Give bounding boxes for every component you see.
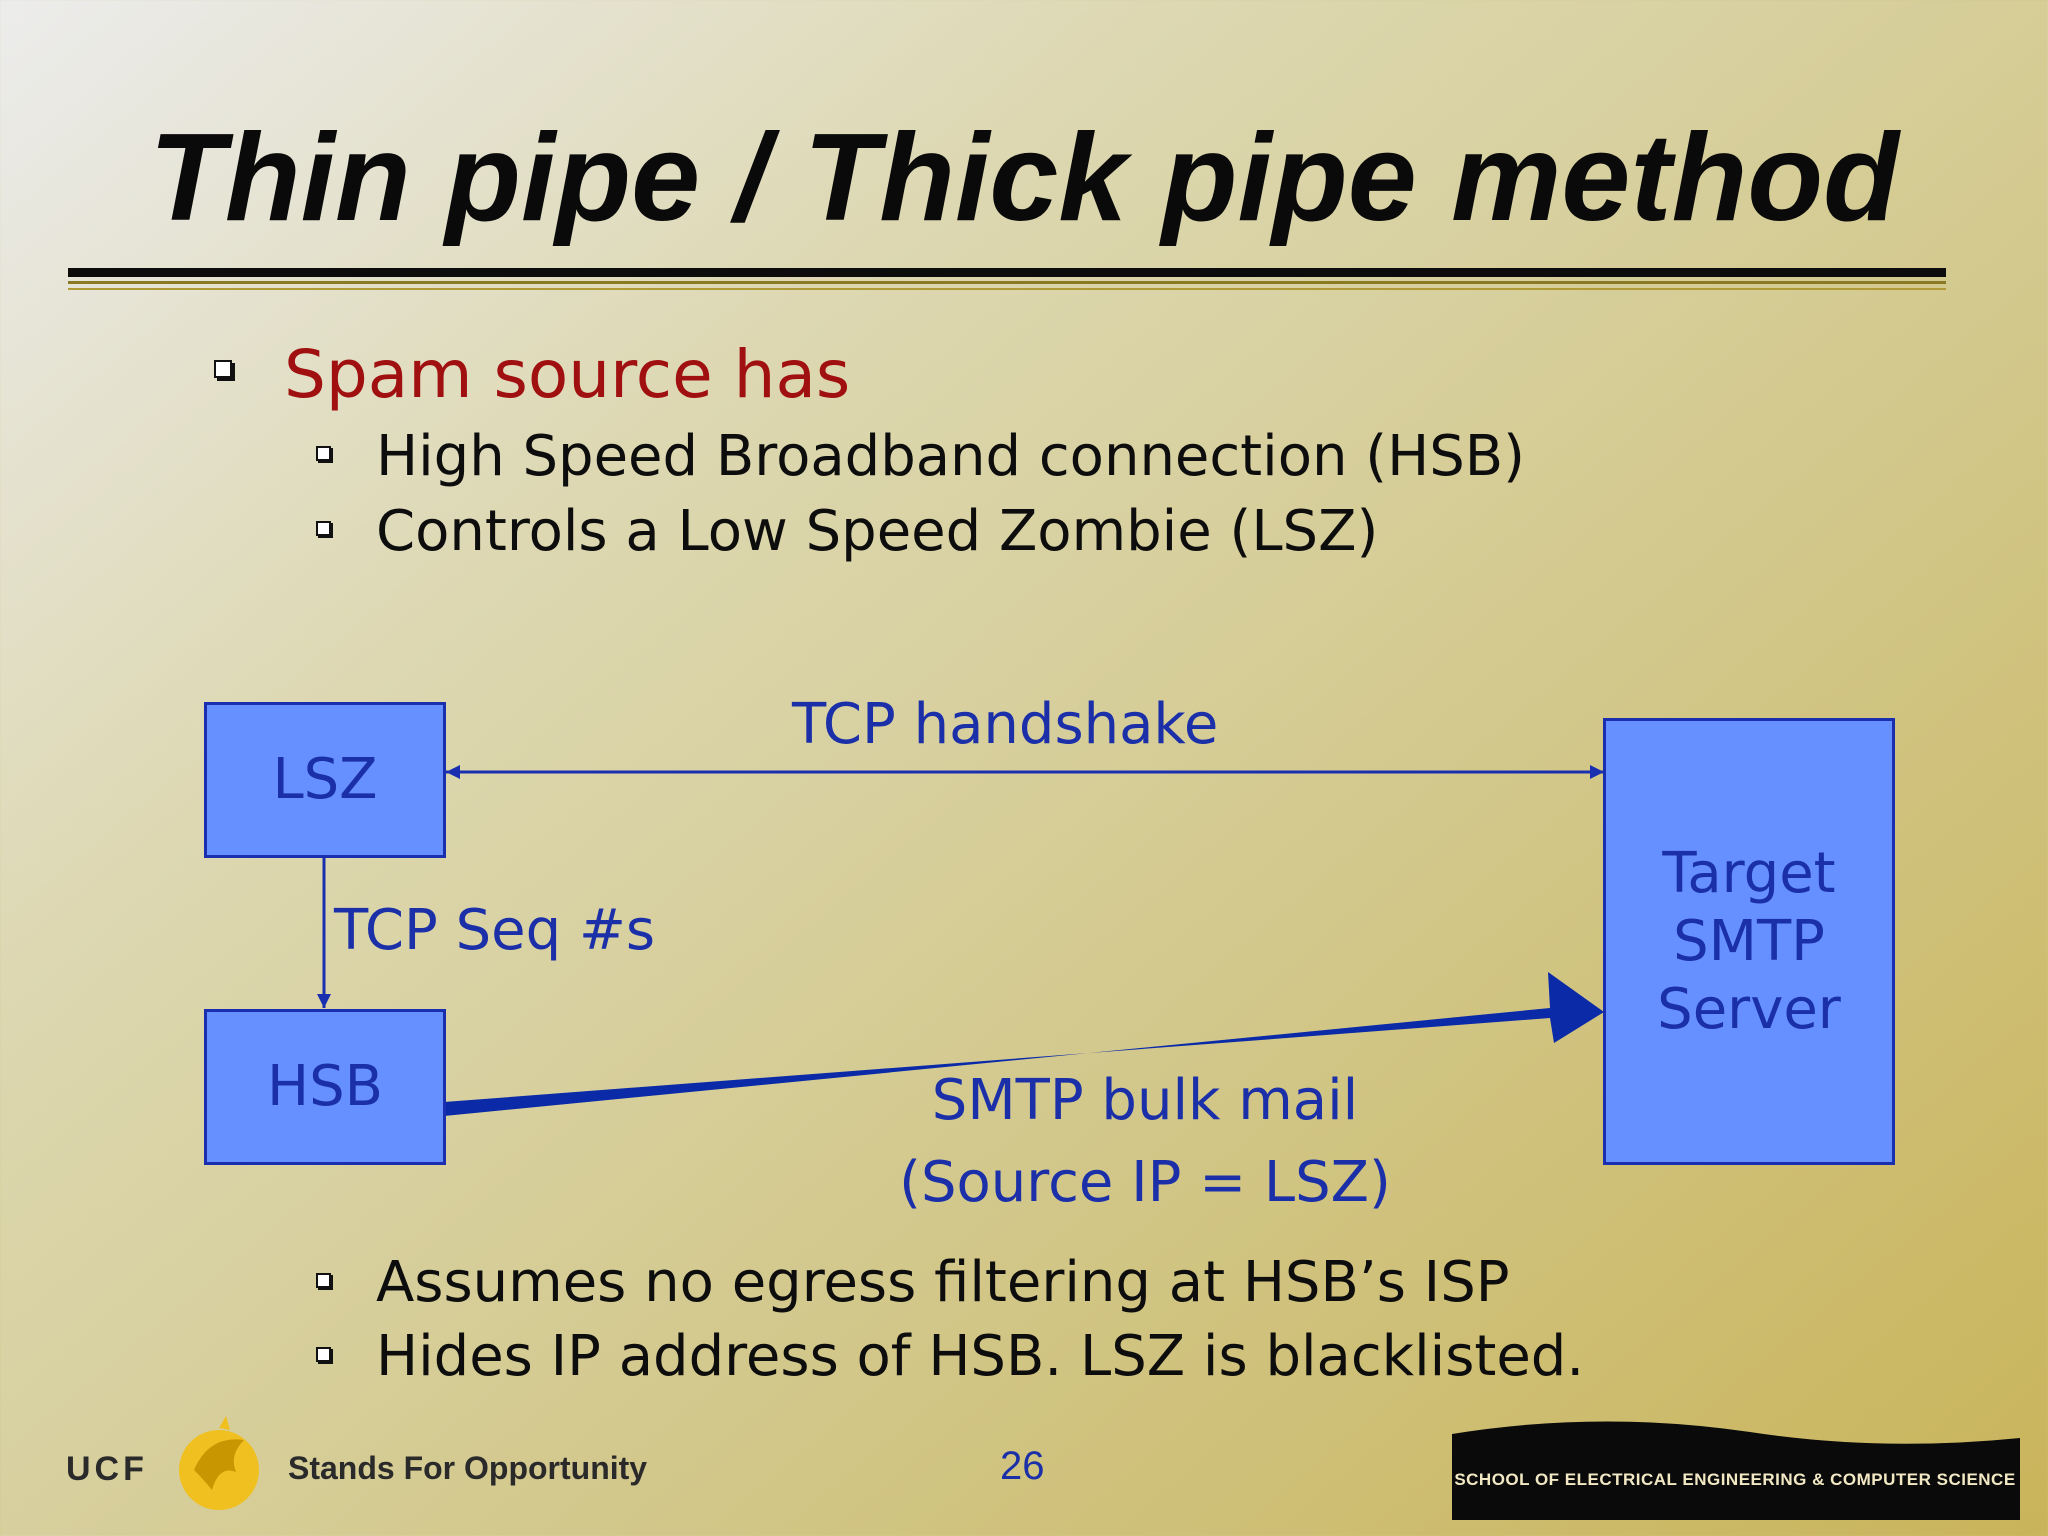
title-underline-gold-thin xyxy=(68,288,1946,290)
seq-label: TCP Seq #s xyxy=(334,898,656,963)
title-underline-gold xyxy=(68,281,1946,284)
pegasus-logo-icon xyxy=(179,1416,259,1510)
bullet-item: Controls a Low Speed Zombie (LSZ) xyxy=(376,499,1379,564)
bullet-item: High Speed Broadband connection (HSB) xyxy=(376,424,1526,489)
target-smtp-server-box: Target SMTP Server xyxy=(1603,718,1895,1165)
bulk-mail-arrow xyxy=(444,972,1604,1116)
target-label-line2: SMTP xyxy=(1673,908,1825,974)
handshake-label: TCP handshake xyxy=(792,692,1219,757)
target-label-line1: Target xyxy=(1662,840,1836,906)
bullet-item: Hides IP address of HSB. LSZ is blacklis… xyxy=(376,1324,1585,1389)
lsz-label: LSZ xyxy=(272,747,378,812)
hsb-box: HSB xyxy=(204,1009,446,1165)
slide-title: Thin pipe / Thick pipe method xyxy=(149,109,1899,247)
bullet-square-icon xyxy=(316,1273,331,1288)
target-label-line3: Server xyxy=(1657,976,1841,1042)
school-name: SCHOOL OF ELECTRICAL ENGINEERING & COMPU… xyxy=(1454,1470,2016,1489)
hsb-label: HSB xyxy=(266,1054,384,1119)
bullet-square-icon xyxy=(214,360,232,378)
ucf-wordmark: UCF xyxy=(66,1450,148,1488)
page-number: 26 xyxy=(1000,1444,1045,1488)
footer-tagline: Stands For Opportunity xyxy=(288,1450,648,1486)
source-ip-label: (Source IP = LSZ) xyxy=(899,1150,1391,1215)
lsz-box: LSZ xyxy=(204,702,446,858)
bullet-square-icon xyxy=(316,446,331,461)
bullet-item: Assumes no egress filtering at HSB’s ISP xyxy=(376,1250,1510,1315)
title-underline xyxy=(68,268,1946,277)
bullet-level1: Spam source has xyxy=(284,336,851,413)
bullet-square-icon xyxy=(316,1347,331,1362)
bulk-mail-label: SMTP bulk mail xyxy=(931,1068,1359,1133)
school-banner xyxy=(1452,1421,2020,1520)
bullet-square-icon xyxy=(316,521,331,536)
